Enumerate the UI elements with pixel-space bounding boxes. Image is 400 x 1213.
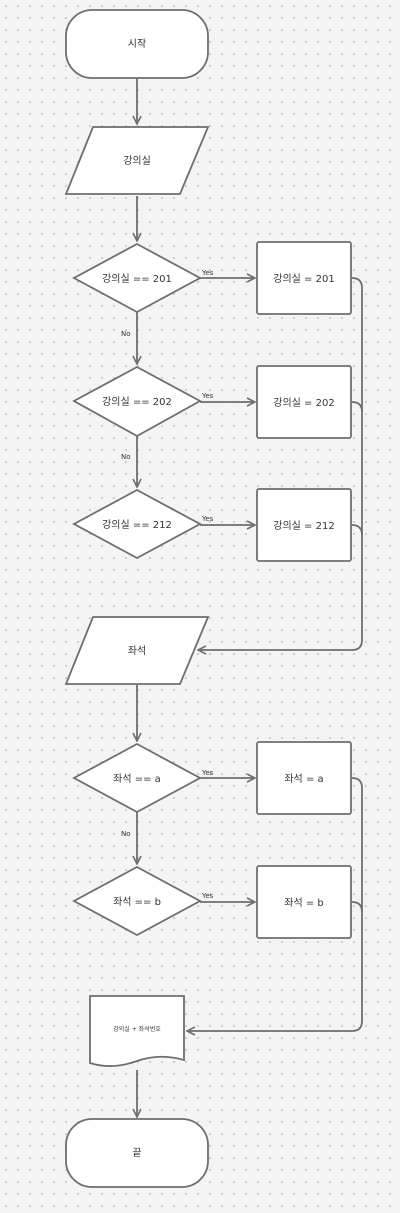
decision-room-212-label: 강의실 == 212: [102, 519, 172, 531]
output-document-label: 강의실 + 좌석번호: [113, 1025, 161, 1033]
label-yes-202: Yes: [201, 392, 214, 400]
decision-seat-b[interactable]: 좌석 == b: [72, 865, 202, 937]
process-seat-b-label: 좌석 = b: [284, 897, 323, 909]
label-no-202: No: [121, 453, 131, 461]
end-label: 끝: [132, 1147, 141, 1159]
input-room-node[interactable]: 강의실: [64, 126, 210, 195]
merge-room-bracket: [198, 277, 363, 650]
decision-seat-a-label: 좌석 == a: [113, 773, 161, 785]
process-seat-a-label: 좌석 = a: [284, 773, 323, 785]
end-terminal[interactable]: 끝: [65, 1118, 209, 1188]
process-room-201-label: 강의실 = 201: [273, 273, 334, 285]
merge-room-212-stub: [351, 524, 363, 536]
label-yes-a: Yes: [201, 769, 214, 777]
label-yes-212: Yes: [201, 515, 214, 523]
input-seat-label: 좌석: [128, 645, 146, 657]
process-room-201[interactable]: 강의실 = 201: [256, 241, 352, 315]
start-terminal[interactable]: 시작: [65, 9, 209, 79]
process-room-202-label: 강의실 = 202: [273, 397, 334, 409]
start-label: 시작: [128, 38, 146, 50]
process-seat-a[interactable]: 좌석 = a: [256, 741, 352, 815]
label-yes-b: Yes: [201, 892, 214, 900]
label-no-a: No: [121, 830, 131, 838]
decision-room-201-label: 강의실 == 201: [102, 273, 172, 285]
input-seat-node[interactable]: 좌석: [64, 616, 210, 685]
edge-labels: Yes No Yes No Yes Yes No Yes: [121, 269, 214, 900]
input-room-label: 강의실: [123, 155, 151, 167]
merge-seat-b-stub: [351, 901, 363, 913]
connectors: [137, 78, 363, 1117]
decision-room-201[interactable]: 강의실 == 201: [72, 242, 202, 314]
merge-room-202-stub: [351, 401, 363, 413]
decision-seat-b-label: 좌석 == b: [113, 896, 161, 908]
decision-room-202-label: 강의실 == 202: [102, 396, 172, 408]
decision-room-212[interactable]: 강의실 == 212: [72, 488, 202, 560]
process-room-212-label: 강의실 = 212: [273, 520, 334, 532]
process-room-202[interactable]: 강의실 = 202: [256, 365, 352, 439]
merge-seat-bracket: [187, 777, 363, 1031]
label-yes-201: Yes: [201, 269, 214, 277]
decision-seat-a[interactable]: 좌석 == a: [72, 742, 202, 814]
process-seat-b[interactable]: 좌석 = b: [256, 865, 352, 939]
decision-room-202[interactable]: 강의실 == 202: [72, 365, 202, 438]
label-no-201: No: [121, 330, 131, 338]
process-room-212[interactable]: 강의실 = 212: [256, 488, 352, 562]
output-document-node[interactable]: 강의실 + 좌석번호: [89, 995, 185, 1067]
